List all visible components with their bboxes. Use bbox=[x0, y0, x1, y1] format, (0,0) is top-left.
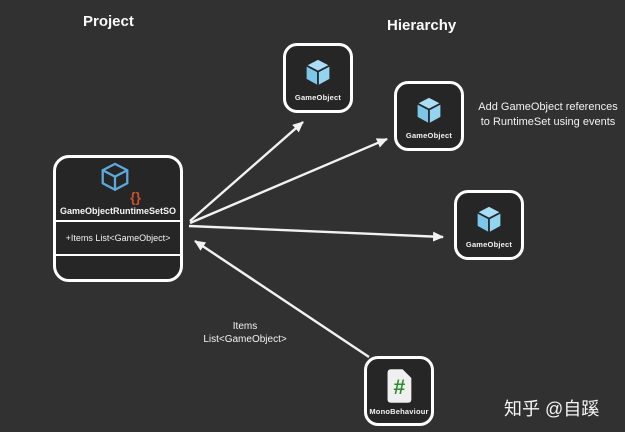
node-gameobject-right[interactable]: GameObject bbox=[454, 190, 524, 260]
edge-runtimeset-to-gameobject-middle bbox=[189, 137, 388, 225]
gameobject-label: GameObject bbox=[405, 130, 453, 140]
node-monobehaviour[interactable]: # MonoBehaviour bbox=[364, 356, 434, 426]
csharp-script-icon: # bbox=[387, 369, 412, 403]
runtimeset-empty-section bbox=[56, 256, 180, 279]
monobehaviour-label: MonoBehaviour bbox=[369, 407, 429, 416]
events-annotation: Add GameObject references to RuntimeSet … bbox=[463, 100, 625, 130]
items-arrow-label-line1: Items bbox=[232, 321, 258, 332]
zhihu-watermark: 知乎 @自蹊 bbox=[504, 399, 600, 419]
node-gameobject-top[interactable]: GameObject bbox=[283, 43, 353, 113]
events-annotation-line1: Add GameObject references bbox=[478, 101, 618, 113]
project-heading: Project bbox=[83, 13, 134, 30]
gameobject-cube-icon bbox=[415, 95, 443, 125]
braces-glyph: {} bbox=[129, 189, 141, 205]
hierarchy-heading: Hierarchy bbox=[387, 17, 457, 34]
gameobject-cube-icon bbox=[475, 204, 503, 234]
runtimeset-title: GameObjectRuntimeSetSO bbox=[59, 206, 177, 216]
runtimeset-items-field: +Items List<GameObject> bbox=[56, 222, 180, 256]
items-arrow-label: Items List<GameObject> bbox=[185, 321, 305, 346]
gameobject-cube-icon bbox=[304, 57, 332, 87]
csharp-hash-glyph: # bbox=[394, 376, 406, 399]
runtimeset-header-section: {} GameObjectRuntimeSetSO bbox=[56, 158, 180, 222]
edge-runtimeset-to-gameobject-top bbox=[189, 121, 304, 222]
events-annotation-line2: to RuntimeSet using events bbox=[480, 115, 616, 128]
gameobject-label: GameObject bbox=[465, 239, 513, 249]
gameobject-label: GameObject bbox=[294, 92, 342, 102]
edge-runtimeset-to-gameobject-right bbox=[188, 224, 444, 242]
node-gameobject-runtimeset-so[interactable]: {} GameObjectRuntimeSetSO +Items List<Ga… bbox=[53, 155, 183, 282]
items-arrow-label-line2: List<GameObject> bbox=[203, 333, 287, 345]
scriptable-object-cube-icon: {} bbox=[98, 161, 141, 205]
node-gameobject-middle[interactable]: GameObject bbox=[394, 81, 464, 151]
